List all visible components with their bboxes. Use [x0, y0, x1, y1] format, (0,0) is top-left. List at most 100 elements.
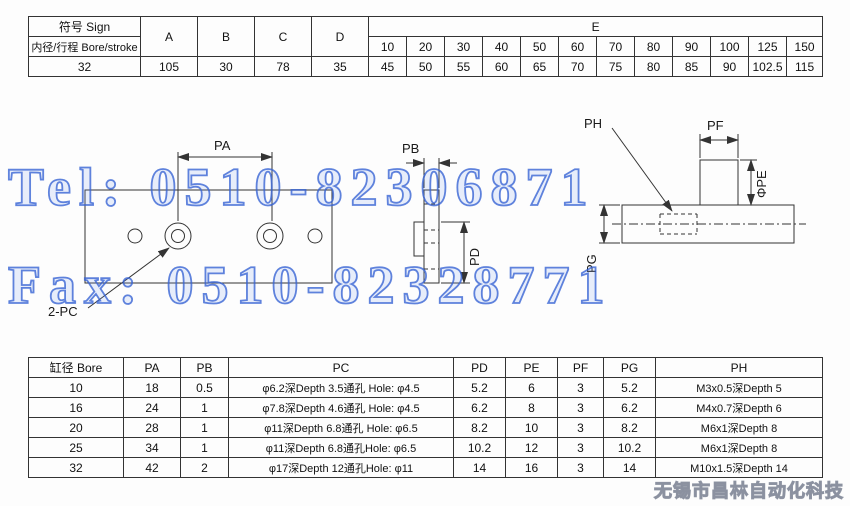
cell: 10	[505, 417, 558, 438]
e-col: 125	[748, 36, 787, 57]
cell: 28	[123, 417, 181, 438]
cell: 6	[505, 377, 558, 398]
dim-label-pa: PA	[214, 138, 231, 153]
table-row: 内径/行程 Bore/stroke 10 20 30 40 50 60 70 8…	[28, 36, 824, 57]
cell: 30	[197, 56, 255, 77]
cell: 0.5	[180, 377, 229, 398]
sign-label: 符号 Sign	[28, 16, 141, 37]
cell: 1	[180, 397, 229, 418]
e-col: 150	[785, 36, 824, 57]
cell: 25	[28, 437, 124, 458]
cell: 102.5	[748, 56, 787, 77]
cell: φ17深Depth 12通孔Hole: φ11	[228, 457, 454, 478]
cell: 3	[557, 437, 604, 458]
cell: 1	[180, 417, 229, 438]
cell: 50	[406, 56, 445, 77]
e-col: 80	[634, 36, 673, 57]
cell: 65	[520, 56, 559, 77]
hole-counterbore-right-outer	[256, 222, 284, 250]
header-cell: PF	[557, 357, 604, 378]
cell: 10.2	[453, 437, 506, 458]
cell: 8.2	[453, 417, 506, 438]
cell: 3	[557, 417, 604, 438]
table-row: 16 24 1 φ7.8深Depth 4.6通孔 Hole: φ4.5 6.2 …	[28, 397, 823, 418]
header-cell: PC	[228, 357, 454, 378]
cell: 35	[311, 56, 369, 77]
cell: 3	[557, 377, 604, 398]
cell: 2	[180, 457, 229, 478]
cell: 16	[505, 457, 558, 478]
stroke-table: 符号 Sign A B C D E 内径/行程 Bore/stroke 10 2…	[28, 16, 824, 77]
dim-label-ph: PH	[584, 116, 602, 131]
cell: 42	[123, 457, 181, 478]
cell: 8.2	[603, 417, 656, 438]
table-row: 符号 Sign A B C D E	[28, 16, 824, 57]
cell: φ6.2深Depth 3.5通孔 Hole: φ4.5	[228, 377, 454, 398]
cell: φ7.8深Depth 4.6通孔 Hole: φ4.5	[228, 397, 454, 418]
cell: 18	[123, 377, 181, 398]
cell: 16	[28, 397, 124, 418]
e-col: 100	[710, 36, 749, 57]
table-row: 32 42 2 φ17深Depth 12通孔Hole: φ11 14 16 3 …	[28, 457, 823, 478]
cell: 20	[28, 417, 124, 438]
table-row: 20 28 1 φ11深Depth 6.8通孔 Hole: φ6.5 8.2 1…	[28, 417, 823, 438]
cell: 115	[785, 56, 824, 77]
cell: 14	[453, 457, 506, 478]
cell: 60	[482, 56, 521, 77]
e-col: 50	[520, 36, 559, 57]
header-cell: PG	[603, 357, 656, 378]
cell: 6.2	[603, 397, 656, 418]
dim-label-pf: PF	[707, 118, 724, 133]
cell: 5.2	[603, 377, 656, 398]
dim-label-pd: PD	[467, 248, 482, 266]
bore-stroke-label: 内径/行程 Bore/stroke	[28, 36, 141, 57]
dim-label-2pc: 2-PC	[48, 304, 78, 319]
plate-outline	[84, 189, 333, 284]
col-header-a: A	[140, 16, 198, 57]
cell: 90	[710, 56, 749, 77]
watermark-company: 无锡市昌林自动化科技	[654, 481, 844, 502]
col-header-e: E	[367, 16, 824, 37]
cell: φ11深Depth 6.8通孔Hole: φ6.5	[228, 437, 454, 458]
cell: φ11深Depth 6.8通孔 Hole: φ6.5	[228, 417, 454, 438]
header-cell: PB	[180, 357, 229, 378]
e-col: 20	[406, 36, 445, 57]
cell: M4x0.7深Depth 6	[655, 397, 823, 418]
cell: 32	[28, 56, 141, 77]
cell: 6.2	[453, 397, 506, 418]
header-cell: PE	[505, 357, 558, 378]
header-cell: PH	[655, 357, 823, 378]
cell: M6x1深Depth 8	[655, 417, 823, 438]
cell: 34	[123, 437, 181, 458]
e-col: 10	[368, 36, 407, 57]
e-col: 40	[482, 36, 521, 57]
cell: 10	[28, 377, 124, 398]
dim-label-pg: PG	[584, 254, 599, 273]
side-view-step	[413, 221, 425, 257]
table-row: 10 18 0.5 φ6.2深Depth 3.5通孔 Hole: φ4.5 5.…	[28, 377, 823, 398]
cell: 3	[557, 397, 604, 418]
e-col: 60	[558, 36, 597, 57]
dimension-table: 缸径 Bore PA PB PC PD PE PF PG PH 10 18 0.…	[28, 357, 823, 478]
hole-counterbore-left-outer	[164, 222, 192, 250]
e-col: 30	[444, 36, 483, 57]
boss-outline	[699, 159, 739, 206]
col-header-b: B	[197, 16, 255, 57]
cell: 78	[254, 56, 312, 77]
hole-small-left	[127, 228, 143, 244]
cell: 12	[505, 437, 558, 458]
cell: M3x0.5深Depth 5	[655, 377, 823, 398]
header-cell: PD	[453, 357, 506, 378]
header-cell: 缸径 Bore	[28, 357, 124, 378]
cell: 14	[603, 457, 656, 478]
hole-counterbore-left-inner	[171, 229, 185, 243]
table-row: 25 34 1 φ11深Depth 6.8通孔Hole: φ6.5 10.2 1…	[28, 437, 823, 458]
cell: 1	[180, 437, 229, 458]
dim-label-pb: PB	[402, 141, 419, 156]
cell: 8	[505, 397, 558, 418]
technical-drawing: PA 2-PC PB PD PH PF ΦPE PG	[48, 116, 806, 319]
hole-counterbore-right-inner	[263, 229, 277, 243]
col-header-d: D	[311, 16, 369, 57]
cell: 45	[368, 56, 407, 77]
